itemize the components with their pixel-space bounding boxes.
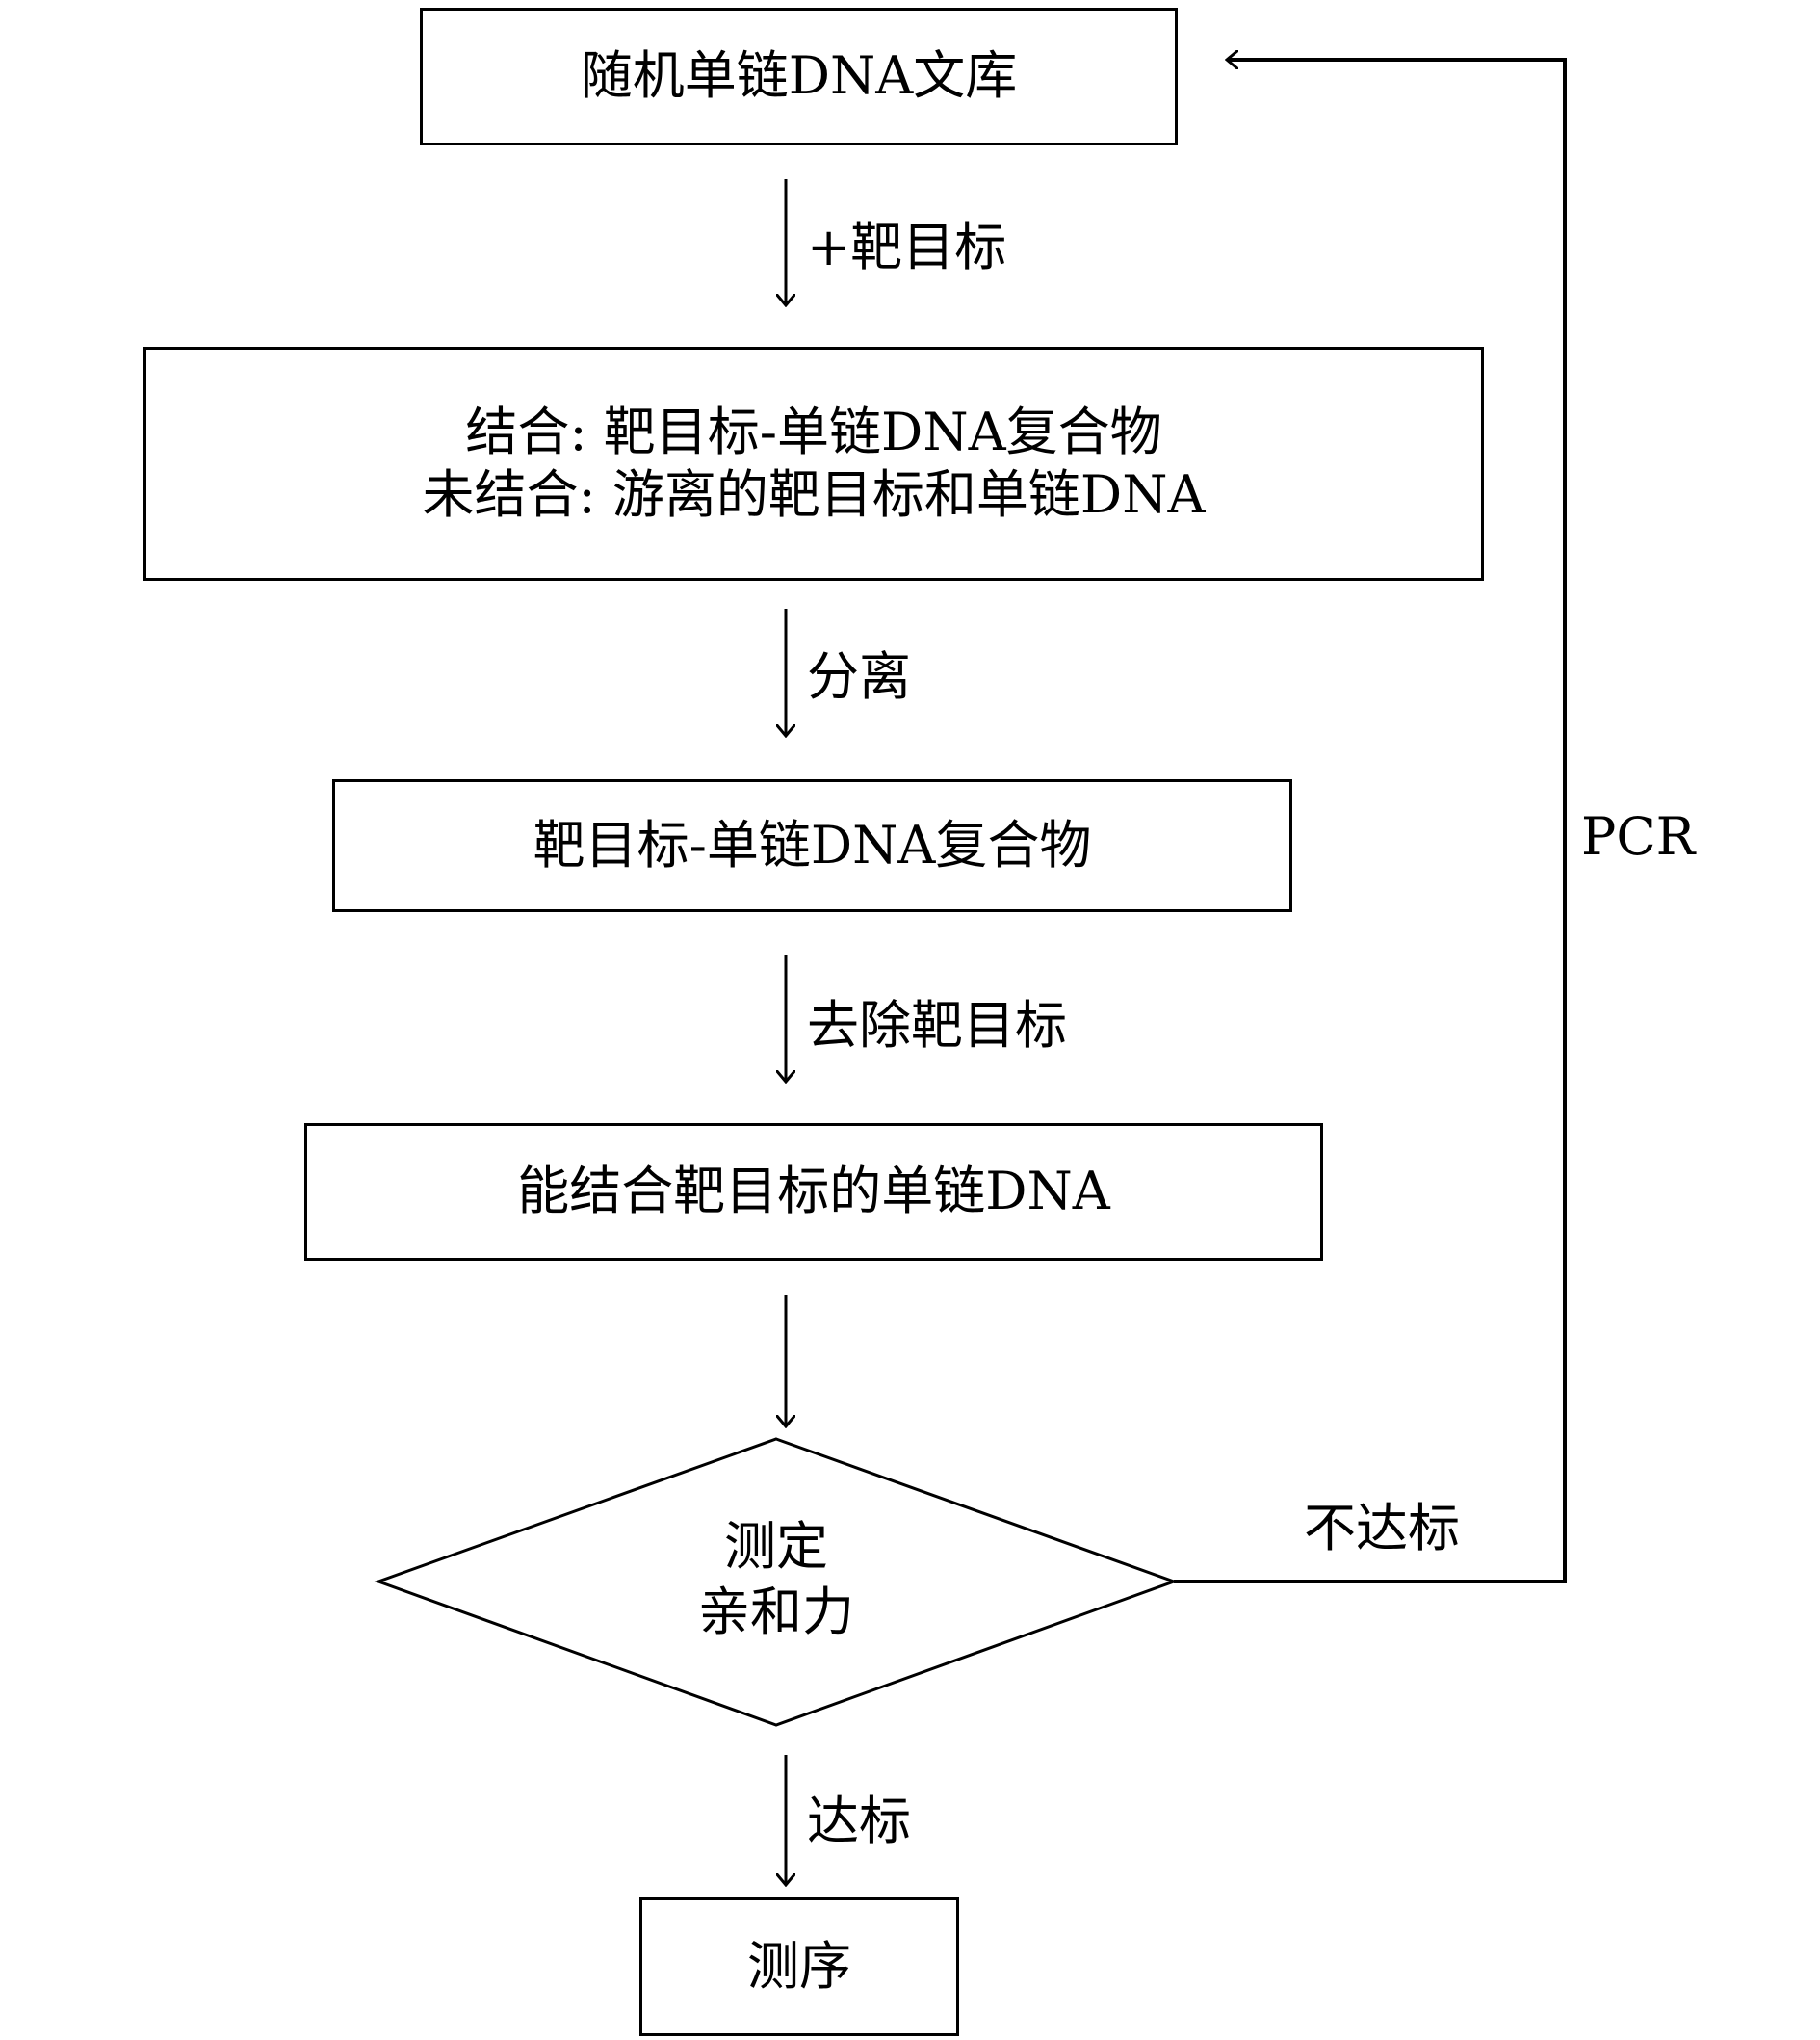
edge-label-pass: 达标 [807,1791,911,1851]
decision-line2: 亲和力 [698,1581,854,1642]
edge-label-separate: 分离 [807,646,911,707]
node-binding-line2: 未结合: 游离的靶目标和单链DNA [422,463,1206,525]
node-binding: 结合: 靶目标-单链DNA复合物 未结合: 游离的靶目标和单链DNA [143,347,1484,581]
node-sequencing: 测序 [639,1897,959,2036]
decision-line1: 测定 [724,1516,828,1577]
edge-label-fail: 不达标 [1304,1498,1460,1558]
node-sequencing-text: 测序 [747,1935,851,1997]
decision-diamond [374,1437,1179,1727]
node-library-text: 随机单链DNA文库 [580,45,1018,107]
node-library: 随机单链DNA文库 [420,8,1178,145]
node-complex-text: 靶目标-单链DNA复合物 [533,814,1092,876]
edge-label-add-target: +靶目标 [807,217,1007,277]
node-bound-ssdna: 能结合靶目标的单链DNA [304,1123,1323,1261]
edge-label-remove-target: 去除靶目标 [807,995,1067,1056]
decision-text: 测定 亲和力 [632,1514,921,1644]
node-complex: 靶目标-单链DNA复合物 [332,779,1292,912]
edge-label-pcr: PCR [1581,806,1696,867]
node-binding-line1: 结合: 靶目标-单链DNA复合物 [465,401,1162,462]
node-bound-ssdna-text: 能结合靶目标的单链DNA [517,1161,1110,1222]
arrow-pcr-loop [1174,60,1567,1583]
